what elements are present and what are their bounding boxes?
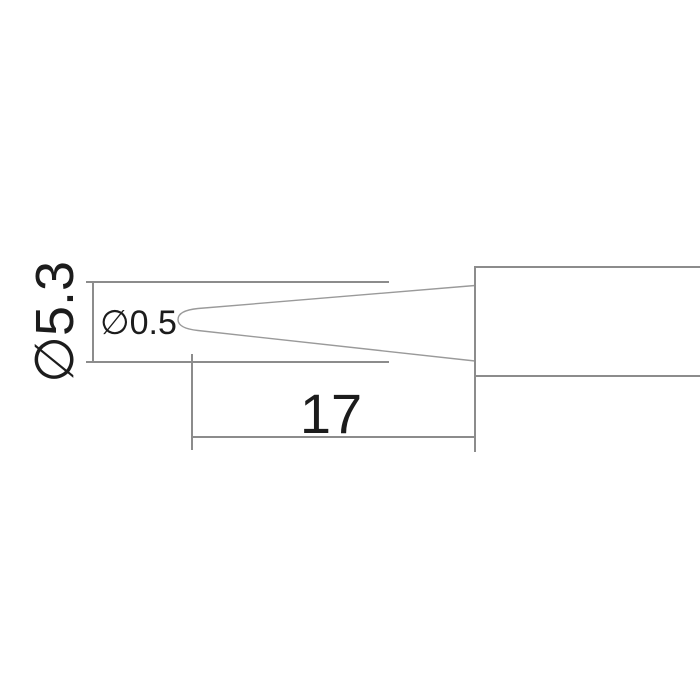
tip-diameter-label: ∅0.5 — [100, 304, 177, 342]
cone-tip-outline — [177, 284, 476, 362]
dimension-shank-diameter: ∅5.3 — [25, 261, 389, 383]
taper-length-label: 17 — [300, 382, 362, 445]
tip-body — [474, 266, 700, 452]
shank-diameter-label: ∅5.3 — [25, 261, 85, 383]
dimension-taper-length: 17 — [191, 354, 475, 450]
